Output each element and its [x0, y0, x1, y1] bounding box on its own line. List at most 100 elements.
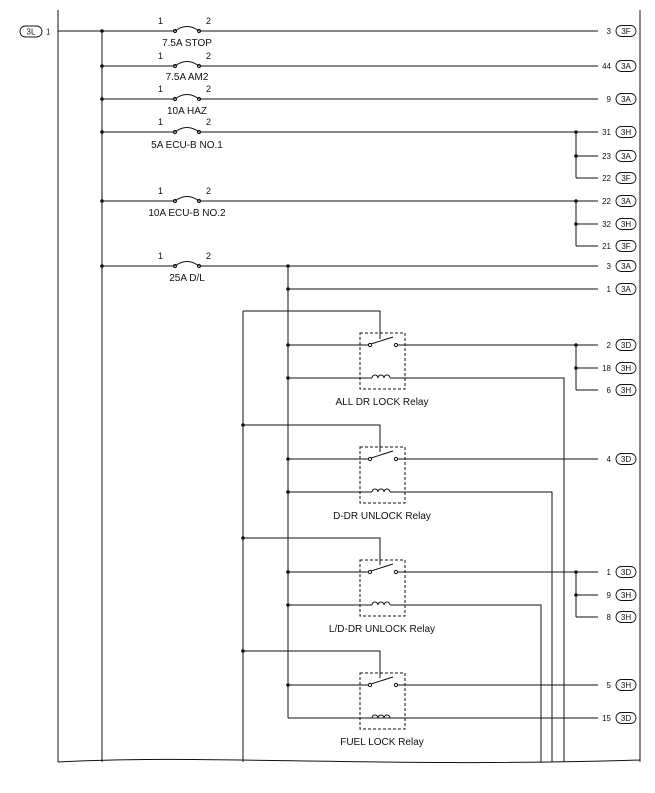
fuse-pin-1: 1 [158, 251, 163, 261]
terminal-tag: 3A [621, 62, 631, 71]
fuse-pin-2: 2 [206, 186, 211, 196]
connector-tag-3l [19, 25, 43, 38]
terminal: 9 3H [607, 589, 637, 601]
fuse-label: 25A D/L [169, 273, 205, 284]
relay-fuel-lock: FUEL LOCK Relay [243, 650, 598, 748]
terminal-pin: 9 [607, 591, 612, 600]
fuse-pin-1: 1 [158, 117, 163, 127]
terminal: 3 3F [607, 25, 637, 37]
terminal: 4 3D [607, 453, 637, 465]
terminal: 6 3H [607, 384, 637, 396]
fuse-pin-2: 2 [206, 16, 211, 26]
terminal-pin: 8 [607, 613, 612, 622]
terminal-pin: 1 [607, 285, 612, 294]
terminal-tag: 3D [621, 455, 631, 464]
terminal-pin: 22 [602, 174, 611, 183]
terminal: 31 3H [602, 126, 637, 138]
terminal-tag: 3H [621, 220, 631, 229]
terminal: 1 3A [607, 283, 637, 295]
fuse-label: 10A HAZ [167, 106, 207, 117]
terminal-pin: 5 [607, 681, 612, 690]
fuse-pin-1: 1 [158, 51, 163, 61]
terminal-pin: 44 [602, 62, 611, 71]
relay-all-dr-lock: ALL DR LOCK Relay [243, 310, 598, 762]
terminal: 44 3A [602, 60, 637, 72]
terminal-tag: 3D [621, 568, 631, 577]
terminal: 18 3H [602, 362, 637, 374]
terminal: 21 3F [602, 240, 637, 252]
main-bus [100, 29, 104, 762]
right-terminals: 3 3F 44 3A 9 3A 31 3H 23 3A 22 3F [602, 25, 637, 724]
dl-bus [286, 264, 598, 719]
terminal: 3 3A [607, 260, 637, 272]
terminal-pin: 31 [602, 128, 611, 137]
terminal-pin: 32 [602, 220, 611, 229]
terminal-tag: 3H [621, 364, 631, 373]
fuse-7-5a-am2: 1 2 7.5A AM2 [102, 51, 598, 83]
fuse-25a-dl: 1 2 25A D/L [100, 251, 598, 284]
terminal: 32 3H [602, 218, 637, 230]
fuse-pin-2: 2 [206, 84, 211, 94]
terminal-pin: 23 [602, 152, 611, 161]
terminal-tag: 3D [621, 714, 631, 723]
terminal: 23 3A [602, 150, 637, 162]
terminal-tag: 3F [621, 242, 630, 251]
terminal-tag: 3A [621, 262, 631, 271]
terminal-tag: 3A [621, 197, 631, 206]
fuse-pin-1: 1 [158, 186, 163, 196]
terminal-tag: 3A [621, 285, 631, 294]
terminal: 1 3D [607, 566, 637, 578]
fuse-pin-2: 2 [206, 251, 211, 261]
fuse-pin-1: 1 [158, 84, 163, 94]
terminal-tag: 3A [621, 95, 631, 104]
connector-tag-3l-text: 3L [27, 28, 36, 37]
fuse-7-5a-stop: 1 2 7.5A STOP [102, 16, 598, 49]
fuse-pin-2: 2 [206, 117, 211, 127]
terminal-tag: 3H [621, 681, 631, 690]
terminal-tag: 3F [621, 27, 630, 36]
diagram-frame [57, 10, 641, 764]
terminal-pin: 21 [602, 242, 611, 251]
fuse-label: 5A ECU-B NO.1 [151, 140, 223, 151]
control-bus [241, 311, 245, 762]
terminal-pin: 22 [602, 197, 611, 206]
fuse-pin-2: 2 [206, 51, 211, 61]
terminal-pin: 9 [607, 95, 612, 104]
terminal-pin: 3 [607, 27, 612, 36]
fuse-label: 10A ECU-B NO.2 [148, 208, 226, 219]
terminal-pin: 4 [607, 455, 612, 464]
relay-label: L/D-DR UNLOCK Relay [329, 624, 435, 635]
terminal-pin: 2 [607, 341, 612, 350]
terminal: 5 3H [607, 679, 637, 691]
terminal-pin: 1 [607, 568, 612, 577]
fuse-pin-1: 1 [158, 16, 163, 26]
terminal: 8 3H [607, 611, 637, 623]
relay-label: FUEL LOCK Relay [340, 737, 424, 748]
terminal-tag: 3H [621, 386, 631, 395]
relay-label: D-DR UNLOCK Relay [333, 511, 431, 522]
terminal-tag: 3H [621, 591, 631, 600]
terminal: 15 3D [602, 712, 637, 724]
terminal-pin: 18 [602, 364, 611, 373]
terminal-tag: 3D [621, 341, 631, 350]
terminal: 22 3A [602, 195, 637, 207]
terminal-pin: 6 [607, 386, 612, 395]
relay-label: ALL DR LOCK Relay [336, 397, 429, 408]
connector-pin-1: 1 [46, 28, 51, 37]
relay-ld-dr-unlock: L/D-DR UNLOCK Relay [243, 537, 598, 762]
fuse-10a-haz: 1 2 10A HAZ [102, 84, 598, 117]
terminal: 9 3A [607, 93, 637, 105]
terminal-tag: 3A [621, 152, 631, 161]
fuse-label: 7.5A AM2 [166, 72, 209, 83]
terminal: 2 3D [607, 339, 637, 351]
terminal: 22 3F [602, 172, 637, 184]
terminal-tag: 3H [621, 128, 631, 137]
terminal-tag: 3H [621, 613, 631, 622]
terminal-pin: 3 [607, 262, 612, 271]
fuse-label: 7.5A STOP [162, 38, 212, 49]
terminal-pin: 15 [602, 714, 611, 723]
fuse-5a-ecu-b-no1: 1 2 5A ECU-B NO.1 [102, 117, 598, 179]
fuse-10a-ecu-b-no2: 1 2 10A ECU-B NO.2 [102, 186, 598, 247]
left-connector: 3L 1 [19, 25, 102, 38]
